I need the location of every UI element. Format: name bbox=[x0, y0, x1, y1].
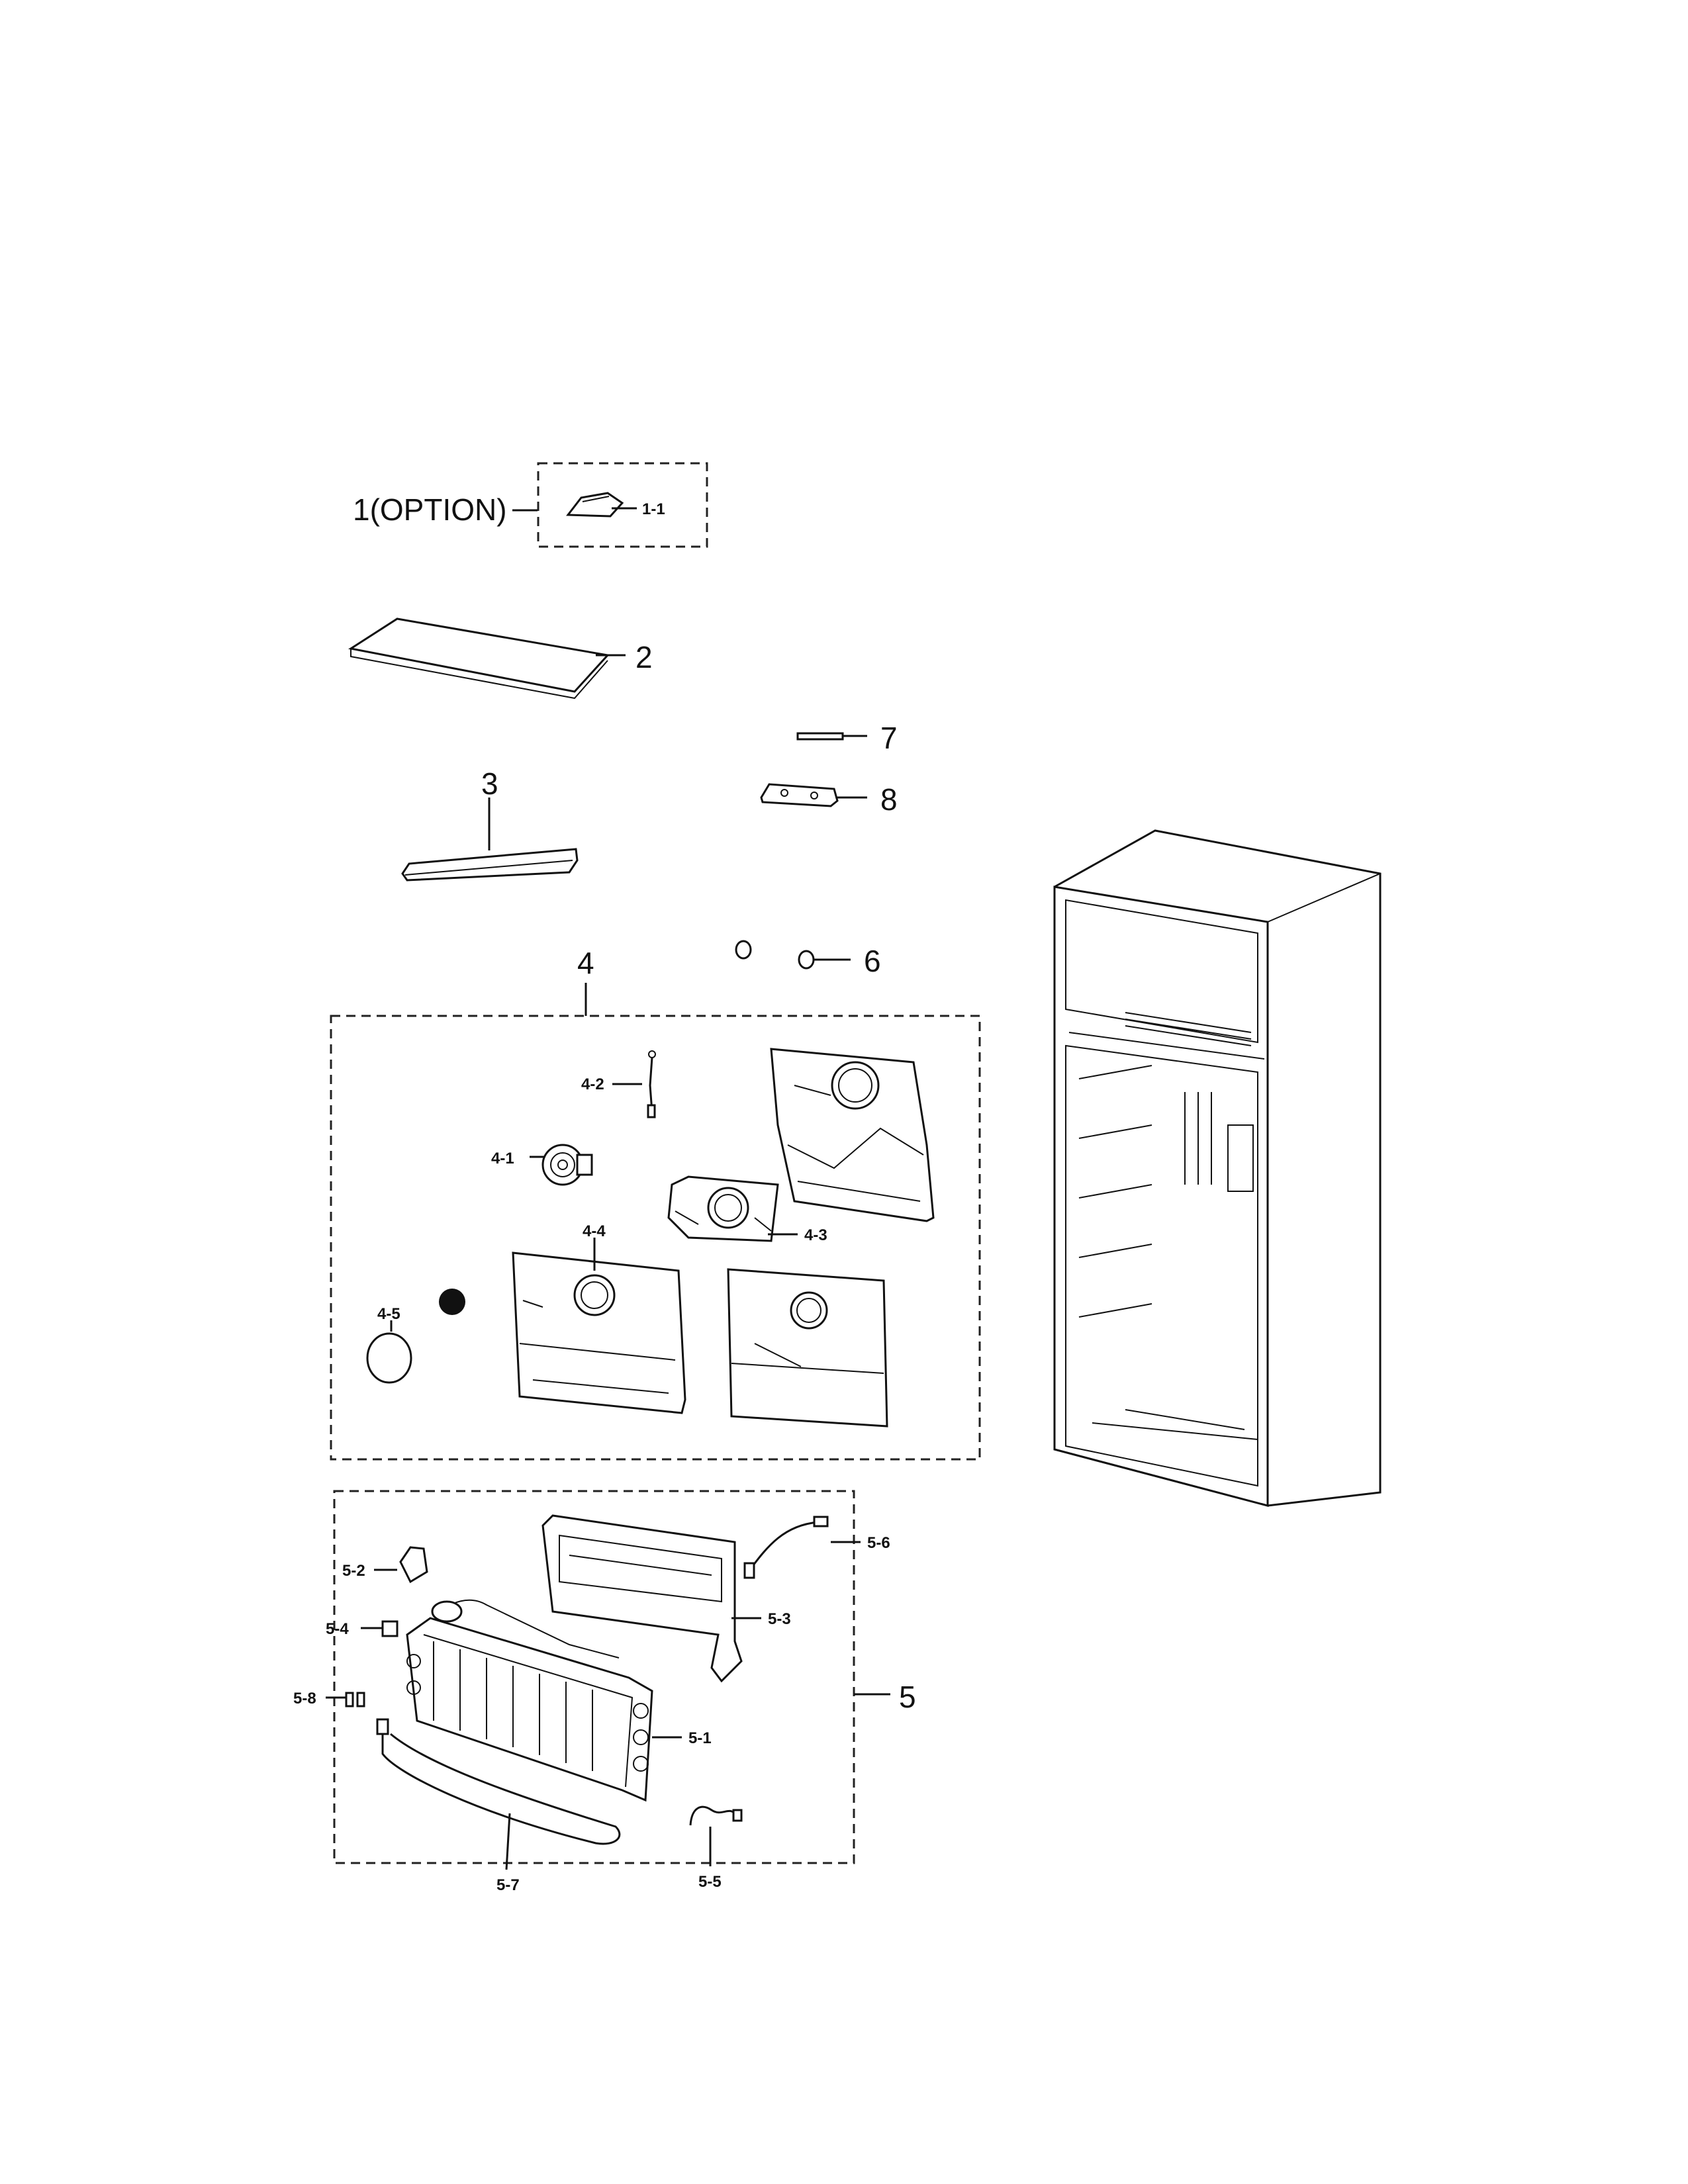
label-4: 4 bbox=[577, 946, 594, 980]
label-4-1: 4-1 bbox=[491, 1150, 514, 1167]
part-5-7-heater bbox=[376, 1718, 621, 1845]
label-5-1: 5-1 bbox=[688, 1729, 712, 1747]
label-5-3: 5-3 bbox=[768, 1610, 791, 1628]
label-2: 2 bbox=[635, 640, 653, 674]
leader-5-7 bbox=[505, 1813, 511, 1870]
refrigerator-cabinet bbox=[1053, 829, 1382, 1507]
part-6-knob bbox=[735, 940, 815, 970]
label-4-2: 4-2 bbox=[581, 1075, 604, 1093]
part-4-3-duct bbox=[667, 1175, 779, 1242]
part-5-4-clip bbox=[381, 1620, 399, 1637]
label-4-4: 4-4 bbox=[583, 1222, 606, 1240]
label-5-2: 5-2 bbox=[342, 1562, 365, 1580]
label-6: 6 bbox=[864, 944, 881, 978]
part-4-2-sensor bbox=[647, 1050, 656, 1118]
part-4-1-fan-motor bbox=[541, 1144, 593, 1186]
label-5-6: 5-6 bbox=[867, 1534, 890, 1552]
label-3: 3 bbox=[481, 766, 498, 801]
part-2-shelf bbox=[348, 617, 610, 700]
part-5-2-clip bbox=[399, 1546, 428, 1584]
group-5-box bbox=[333, 1490, 855, 1864]
label-5-5: 5-5 bbox=[698, 1873, 722, 1891]
part-5-1-evaporator bbox=[406, 1599, 653, 1802]
part-5-3-panel bbox=[541, 1514, 743, 1683]
label-5-8: 5-8 bbox=[293, 1690, 316, 1707]
part-black-disc bbox=[439, 1289, 465, 1315]
part-5-6-sensor bbox=[743, 1516, 829, 1579]
label-7: 7 bbox=[880, 721, 898, 755]
label-5: 5 bbox=[899, 1680, 916, 1714]
label-5-4: 5-4 bbox=[326, 1620, 349, 1638]
option-group-box bbox=[537, 462, 708, 548]
label-1-1: 1-1 bbox=[642, 500, 665, 518]
part-4-4-front-cover bbox=[512, 1251, 686, 1414]
label-8: 8 bbox=[880, 782, 898, 817]
part-7-strip bbox=[796, 732, 844, 741]
label-5-7: 5-7 bbox=[496, 1876, 520, 1894]
group-4-box bbox=[330, 1015, 981, 1461]
part-rear-panel bbox=[727, 1268, 888, 1428]
part-3-cover bbox=[401, 848, 579, 882]
label-4-3: 4-3 bbox=[804, 1226, 827, 1244]
label-4-5: 4-5 bbox=[377, 1305, 400, 1323]
part-4-5-pad bbox=[366, 1332, 412, 1384]
part-1-1-clip bbox=[566, 492, 624, 518]
part-5-8-fuse bbox=[345, 1692, 365, 1707]
part-evaporator-cover bbox=[770, 1048, 935, 1222]
label-1-option: 1(OPTION) bbox=[353, 492, 507, 527]
part-5-5-bracket bbox=[689, 1805, 743, 1826]
part-8-panel bbox=[760, 783, 839, 807]
